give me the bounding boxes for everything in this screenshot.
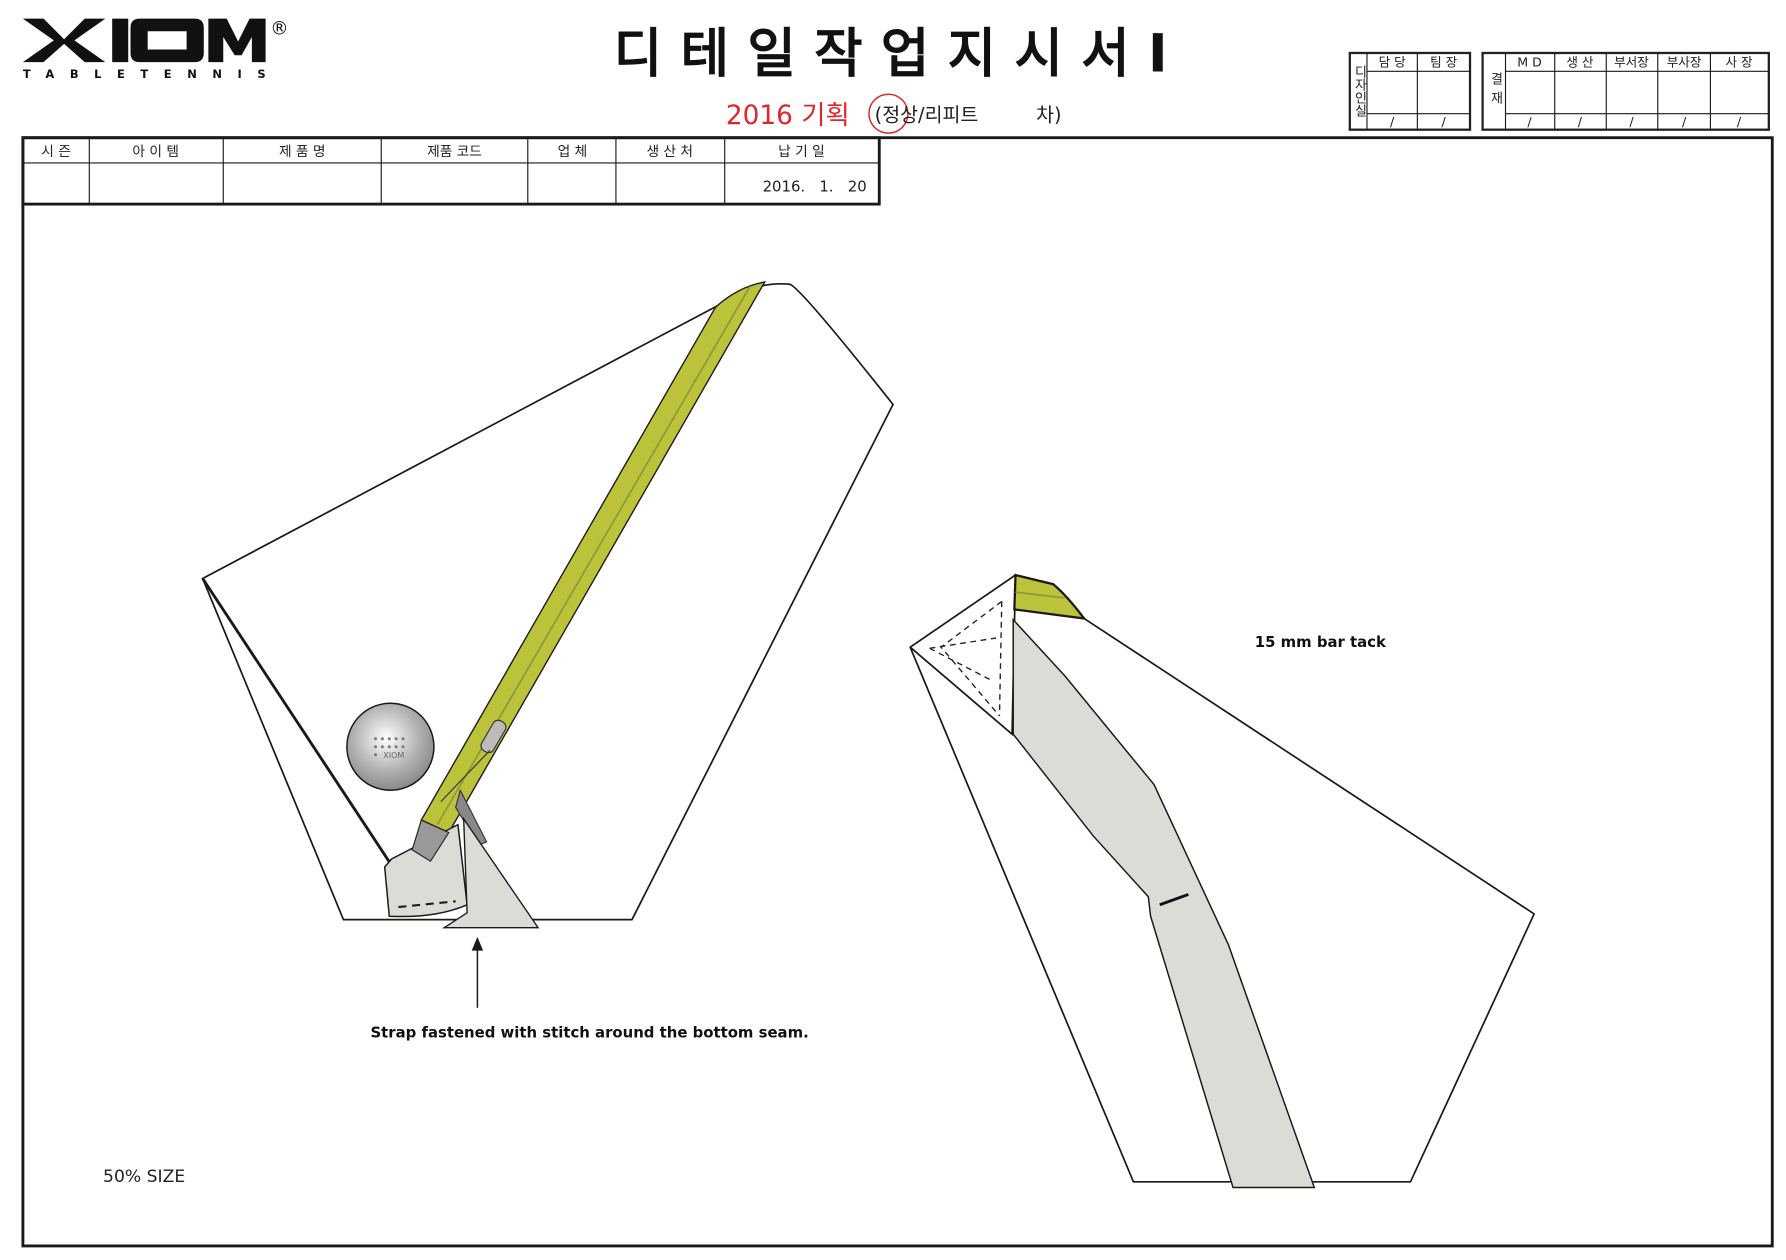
strap-loop <box>383 823 468 918</box>
arrow-icon <box>471 936 484 1008</box>
xiom-logo: ® TABLETENNIS <box>22 18 288 81</box>
svg-text:/: / <box>1629 114 1634 129</box>
svg-text:M D: M D <box>1517 55 1542 70</box>
svg-text:/: / <box>1578 114 1583 129</box>
selected-type-circle <box>868 93 909 134</box>
sign-approval-box: M D 생 산 부서장 부사장 사 장 / / / / / <box>1481 51 1770 131</box>
svg-text:XIOM: XIOM <box>383 751 404 760</box>
approval-char: 재 <box>1487 91 1503 110</box>
ball-logo-dots <box>374 737 405 757</box>
svg-text:부사장: 부사장 <box>1667 55 1702 70</box>
svg-text:TABLETENNIS: TABLETENNIS <box>23 67 266 81</box>
svg-text:사 장: 사 장 <box>1725 55 1753 70</box>
delivery-date: 2016. 1. 20 <box>763 178 867 196</box>
design-office-char: 인 <box>1351 91 1367 104</box>
svg-text:/: / <box>1737 114 1742 129</box>
svg-text:시 즌: 시 즌 <box>41 144 71 160</box>
design-office-char: 자 <box>1351 78 1367 91</box>
svg-text:아 이 템: 아 이 템 <box>132 144 179 160</box>
drawing-frame <box>21 136 1774 1248</box>
type-label: (정상/리피트 <box>875 104 979 127</box>
info-table: 시 즌 아 이 템 제 품 명 제품 코드 업 체 생 산 처 납 기 일 20… <box>21 136 881 206</box>
svg-text:팀 장: 팀 장 <box>1430 55 1458 70</box>
logo-letter-o <box>130 18 204 63</box>
bar-tack-mark <box>1159 893 1189 907</box>
svg-text:®: ® <box>270 19 288 40</box>
strap-note: Strap fastened with stitch around the bo… <box>370 1024 808 1042</box>
svg-text:/: / <box>1390 114 1395 129</box>
logo-letter-x <box>22 18 106 63</box>
zipper-puller <box>480 719 507 754</box>
svg-text:제 품 명: 제 품 명 <box>279 144 326 160</box>
logo-letter-m <box>208 18 266 63</box>
plan-label: 2016 기획 <box>726 101 850 131</box>
logo-letter-i <box>112 18 129 63</box>
approval-char: 결 <box>1487 72 1503 91</box>
svg-text:/: / <box>1682 114 1687 129</box>
svg-text:생 산: 생 산 <box>1566 55 1594 70</box>
svg-text:부서장: 부서장 <box>1614 55 1649 70</box>
bag-drawing-left: XIOM Strap fastened with stitch around t… <box>201 281 895 1042</box>
bar-tack-note: 15 mm bar tack <box>1255 633 1387 651</box>
svg-text:납 기 일: 납 기 일 <box>778 144 825 160</box>
svg-text:제품 코드: 제품 코드 <box>427 144 482 160</box>
svg-text:담 당: 담 당 <box>1379 55 1407 70</box>
scale-note: 50% SIZE <box>103 1167 185 1187</box>
bag-drawing-right: 15 mm bar tack <box>909 573 1536 1189</box>
svg-text:생 산 처: 생 산 처 <box>646 144 693 160</box>
design-approval-box: 담 당 팀 장 / / <box>1348 51 1472 131</box>
svg-text:/: / <box>1442 114 1447 129</box>
round-label: 차) <box>1036 104 1062 127</box>
svg-text:업 체: 업 체 <box>558 144 588 160</box>
design-office-char: 실 <box>1351 104 1367 117</box>
svg-text:/: / <box>1527 114 1532 129</box>
document-title: 디 테 일 작 업 지 시 서 Ⅰ <box>614 23 1168 84</box>
design-office-char: 디 <box>1351 65 1367 78</box>
